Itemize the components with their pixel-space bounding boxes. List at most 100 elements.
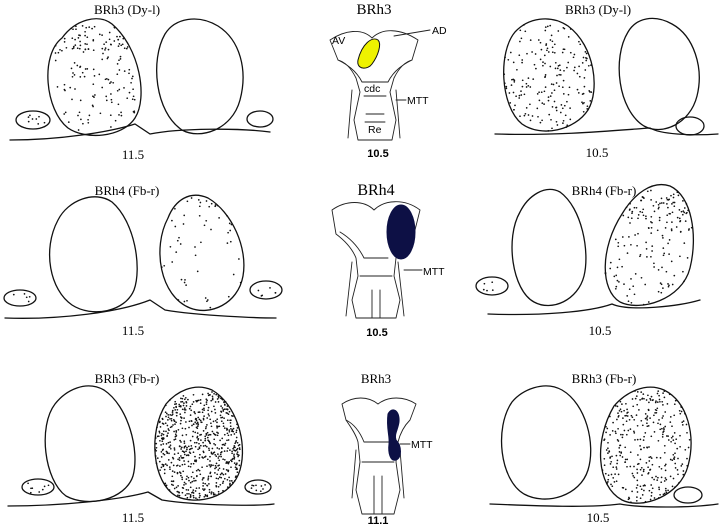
- neuron-dot: [563, 69, 565, 72]
- neuron-dot: [680, 406, 682, 408]
- neuron-dot: [607, 447, 609, 450]
- neuron-dot: [214, 412, 217, 414]
- neuron-dot: [35, 118, 38, 120]
- neuron-dot: [521, 85, 524, 88]
- neuron-dot: [641, 398, 643, 400]
- neuron-dot: [238, 464, 241, 467]
- panel-r3-middle: BRh3 MTT 11.1: [341, 371, 433, 526]
- neuron-dot: [227, 434, 230, 437]
- neuron-dot: [196, 436, 198, 439]
- neuron-dot: [618, 451, 621, 453]
- neuron-dot: [632, 475, 635, 477]
- left-body-outline: [47, 18, 142, 137]
- neuron-dot: [224, 442, 227, 445]
- neuron-dot: [178, 471, 181, 473]
- neuron-dot: [177, 485, 179, 487]
- neuron-dot: [633, 430, 635, 433]
- neuron-dot: [63, 37, 66, 40]
- neuron-dot: [660, 202, 663, 204]
- neuron-dot: [527, 84, 530, 87]
- neuron-dot: [664, 464, 666, 467]
- neuron-dot: [648, 456, 651, 459]
- neuron-dot: [626, 408, 628, 411]
- neuron-dot: [123, 87, 125, 89]
- neuron-dot: [184, 427, 187, 430]
- neuron-dot: [160, 266, 163, 268]
- neuron-dot: [154, 455, 157, 457]
- neuron-dot: [588, 90, 591, 92]
- neuron-dot: [118, 88, 121, 91]
- neuron-dot: [635, 206, 638, 209]
- neuron-dot: [109, 114, 112, 117]
- neuron-dot: [79, 76, 82, 78]
- neuron-dot: [121, 43, 124, 46]
- neuron-dot: [662, 430, 665, 432]
- neuron-dot: [190, 445, 193, 447]
- neuron-dot: [636, 391, 639, 393]
- neuron-dot: [509, 102, 512, 104]
- neuron-dot: [626, 465, 628, 468]
- neuron-dot: [169, 447, 172, 450]
- neuron-dot: [646, 422, 648, 425]
- neuron-dot: [168, 446, 171, 448]
- neuron-dot: [219, 453, 222, 456]
- neuron-dot: [86, 68, 89, 70]
- neuron-dot: [198, 205, 201, 208]
- neuron-dot: [79, 66, 81, 68]
- neuron-dot: [639, 210, 642, 213]
- neuron-dot: [617, 473, 620, 476]
- neuron-dot: [650, 226, 653, 229]
- neuron-dot: [226, 405, 229, 407]
- neuron-dot: [624, 414, 626, 417]
- neuron-dot: [525, 86, 528, 88]
- neuron-dot: [632, 405, 635, 408]
- neuron-dot: [654, 412, 656, 414]
- neuron-dot: [523, 114, 526, 117]
- neuron-dot: [210, 492, 213, 495]
- neuron-dot: [678, 209, 681, 211]
- neuron-dot: [559, 74, 562, 76]
- neuron-dot: [655, 400, 657, 402]
- neuron-dot: [662, 415, 664, 417]
- neuron-dot: [117, 103, 120, 106]
- neuron-dot: [175, 486, 178, 489]
- neuron-dot: [557, 30, 560, 32]
- neuron-dot: [663, 492, 666, 495]
- neuron-dot: [684, 412, 686, 415]
- neuron-dot: [92, 83, 95, 86]
- neuron-dot: [563, 104, 566, 107]
- neuron-dot: [622, 487, 625, 489]
- neuron-dot: [668, 239, 671, 241]
- neuron-dot: [671, 211, 674, 214]
- neuron-dot: [682, 200, 684, 202]
- neuron-dot: [102, 52, 104, 55]
- neuron-dot: [660, 467, 663, 470]
- neuron-dot: [630, 301, 633, 304]
- neuron-dot: [614, 287, 617, 290]
- neuron-dot: [169, 444, 172, 447]
- neuron-dot: [686, 431, 688, 434]
- neuron-dot: [683, 211, 686, 214]
- neuron-dot: [220, 451, 222, 454]
- neuron-dot: [603, 439, 605, 441]
- neuron-dot: [122, 37, 125, 40]
- neuron-dot: [679, 412, 682, 415]
- neuron-dot: [229, 229, 232, 232]
- neuron-dot: [184, 411, 186, 414]
- neuron-dot: [248, 490, 250, 493]
- labeled-neurons-dots: [54, 25, 136, 131]
- neuron-dot: [670, 436, 673, 439]
- neuron-dot: [204, 482, 207, 485]
- neuron-dot: [646, 256, 648, 258]
- neuron-dot: [655, 475, 657, 478]
- neuron-dot: [670, 194, 672, 197]
- neuron-dot: [553, 100, 556, 103]
- neuron-dot: [27, 116, 30, 118]
- neuron-dot: [113, 40, 116, 42]
- neuron-dot: [236, 447, 239, 450]
- neuron-dot: [123, 70, 126, 72]
- neuron-dot: [544, 29, 547, 32]
- neuron-dot: [25, 296, 28, 299]
- neuron-dot: [209, 306, 212, 309]
- neuron-dot: [193, 477, 195, 480]
